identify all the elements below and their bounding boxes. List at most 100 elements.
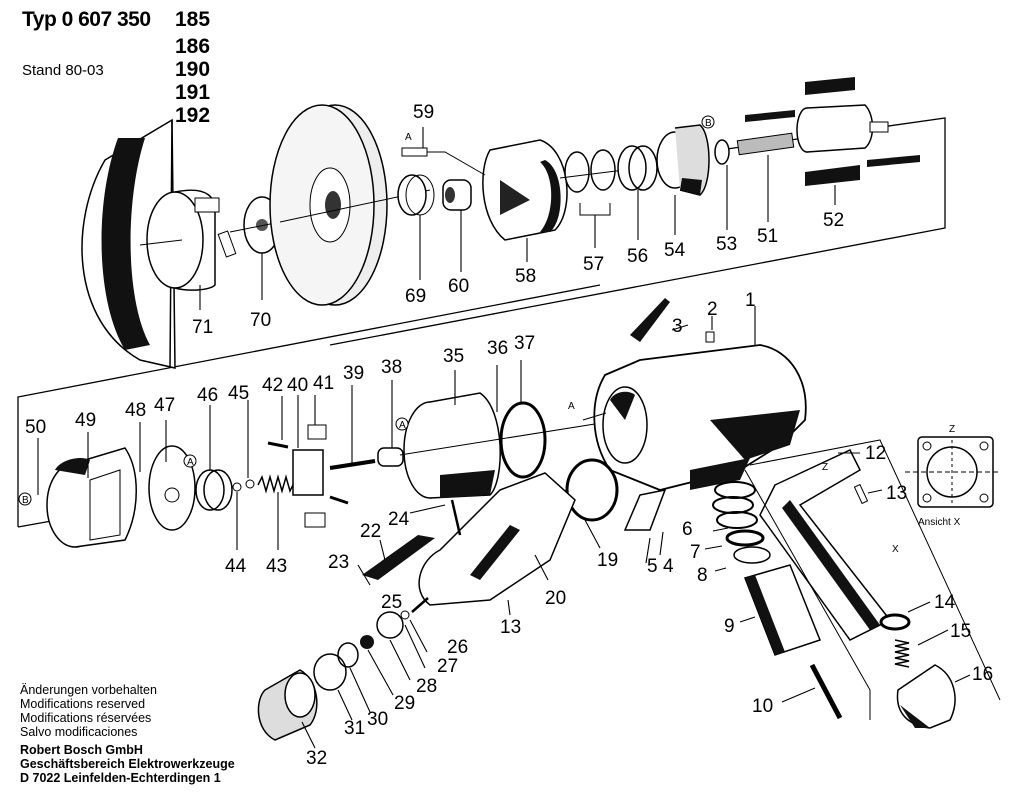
type-number: Typ 0 607 350 [22, 8, 151, 31]
footer-notice: Änderungen vorbehalten Modifications res… [20, 683, 235, 785]
label-3: 3 [672, 316, 683, 337]
part-14 [879, 613, 911, 631]
label-52: 52 [823, 210, 844, 231]
label-41: 41 [313, 373, 334, 394]
leader-lines [37, 127, 971, 749]
part-15-spring [894, 639, 910, 668]
part-53 [714, 139, 730, 165]
part-46 [195, 469, 233, 511]
part-51 [736, 132, 795, 156]
part-labels: 71 70 69 60 58 59 57 56 54 53 51 52 1 2 … [25, 102, 993, 769]
ref-a-2: A [568, 401, 575, 412]
part-10 [809, 663, 843, 720]
label-49: 49 [75, 410, 96, 431]
part-37 [499, 401, 547, 479]
part-9 [744, 564, 821, 656]
label-57: 57 [583, 254, 604, 275]
label-36: 36 [487, 338, 508, 359]
label-5: 5 [647, 556, 658, 577]
label-7: 7 [690, 542, 701, 563]
label-46: 46 [197, 385, 218, 406]
variant-192: 192 [175, 104, 211, 127]
part-49 [46, 447, 137, 548]
label-16: 16 [972, 664, 993, 685]
label-24: 24 [388, 509, 410, 530]
label-35: 35 [443, 346, 464, 367]
z-marker: Z [949, 424, 955, 435]
label-59: 59 [413, 102, 434, 123]
label-10: 10 [752, 696, 773, 717]
variant-190: 190 [175, 58, 211, 81]
label-14: 14 [934, 592, 956, 613]
label-1: 1 [745, 290, 756, 311]
part-20 [418, 472, 576, 606]
part-47 [148, 445, 196, 531]
part-3 [630, 298, 670, 342]
parts-26-31 [313, 597, 429, 691]
part-screw [217, 230, 237, 258]
label-8: 8 [697, 565, 708, 586]
label-45: 45 [228, 383, 249, 404]
notice-fr: Modifications réservées [20, 711, 152, 725]
label-29: 29 [394, 693, 415, 714]
company-division: Geschäftsbereich Elektrowerkzeuge [20, 757, 235, 771]
label-42: 42 [262, 375, 283, 396]
part-19 [565, 458, 619, 522]
part-38 [377, 447, 404, 467]
label-13b: 13 [500, 617, 521, 638]
part-2 [705, 331, 715, 343]
lower-frame [17, 284, 601, 527]
notice-es: Salvo modificaciones [20, 725, 138, 739]
part-45 [245, 479, 255, 489]
part-4 [623, 488, 667, 531]
label-13: 13 [886, 483, 907, 504]
label-12: 12 [865, 443, 886, 464]
label-2: 2 [707, 299, 718, 320]
label-53: 53 [716, 234, 737, 255]
company-address: D 7022 Leinfelden-Echterdingen 1 [20, 771, 221, 785]
label-43: 43 [266, 556, 287, 577]
part-44 [232, 482, 242, 492]
part-24 [450, 499, 462, 536]
label-27: 27 [437, 656, 458, 677]
ref-a-4: A [399, 420, 406, 431]
part-16-cap [896, 664, 956, 729]
label-48: 48 [125, 400, 146, 421]
part-52-rotor [745, 77, 920, 186]
part-22 [362, 535, 435, 580]
part-guard-71 [81, 118, 220, 369]
grinding-wheel [269, 104, 431, 306]
ansicht-x-caption: Ansicht X [918, 517, 961, 528]
part-60 [442, 179, 472, 211]
label-9: 9 [724, 616, 735, 637]
label-15: 15 [950, 621, 971, 642]
view-x-inset [905, 436, 1000, 508]
label-39: 39 [343, 363, 364, 384]
part-35 [403, 392, 501, 499]
ref-b-1: B [705, 118, 712, 129]
ref-b-2: B [22, 495, 29, 506]
part-59 [401, 147, 486, 176]
part-43-spring [257, 474, 295, 494]
part-12-grip [744, 439, 1001, 720]
parts-6-7-8 [712, 481, 771, 564]
part-40 [267, 424, 349, 528]
label-23: 23 [328, 552, 349, 573]
label-31: 31 [344, 718, 365, 739]
part-13-screw [853, 483, 869, 505]
label-37: 37 [514, 333, 535, 354]
notice-en: Modifications reserved [20, 697, 146, 711]
label-56: 56 [627, 246, 648, 267]
part-56 [617, 145, 658, 191]
part-54 [656, 124, 710, 196]
label-54: 54 [664, 240, 686, 261]
label-25: 25 [381, 592, 402, 613]
label-51: 51 [757, 226, 778, 247]
label-19: 19 [597, 550, 618, 571]
ref-a-1: A [405, 132, 412, 143]
variant-191: 191 [175, 81, 211, 104]
label-50: 50 [25, 417, 46, 438]
label-26: 26 [447, 637, 468, 658]
label-20: 20 [545, 588, 566, 609]
label-44: 44 [225, 556, 247, 577]
